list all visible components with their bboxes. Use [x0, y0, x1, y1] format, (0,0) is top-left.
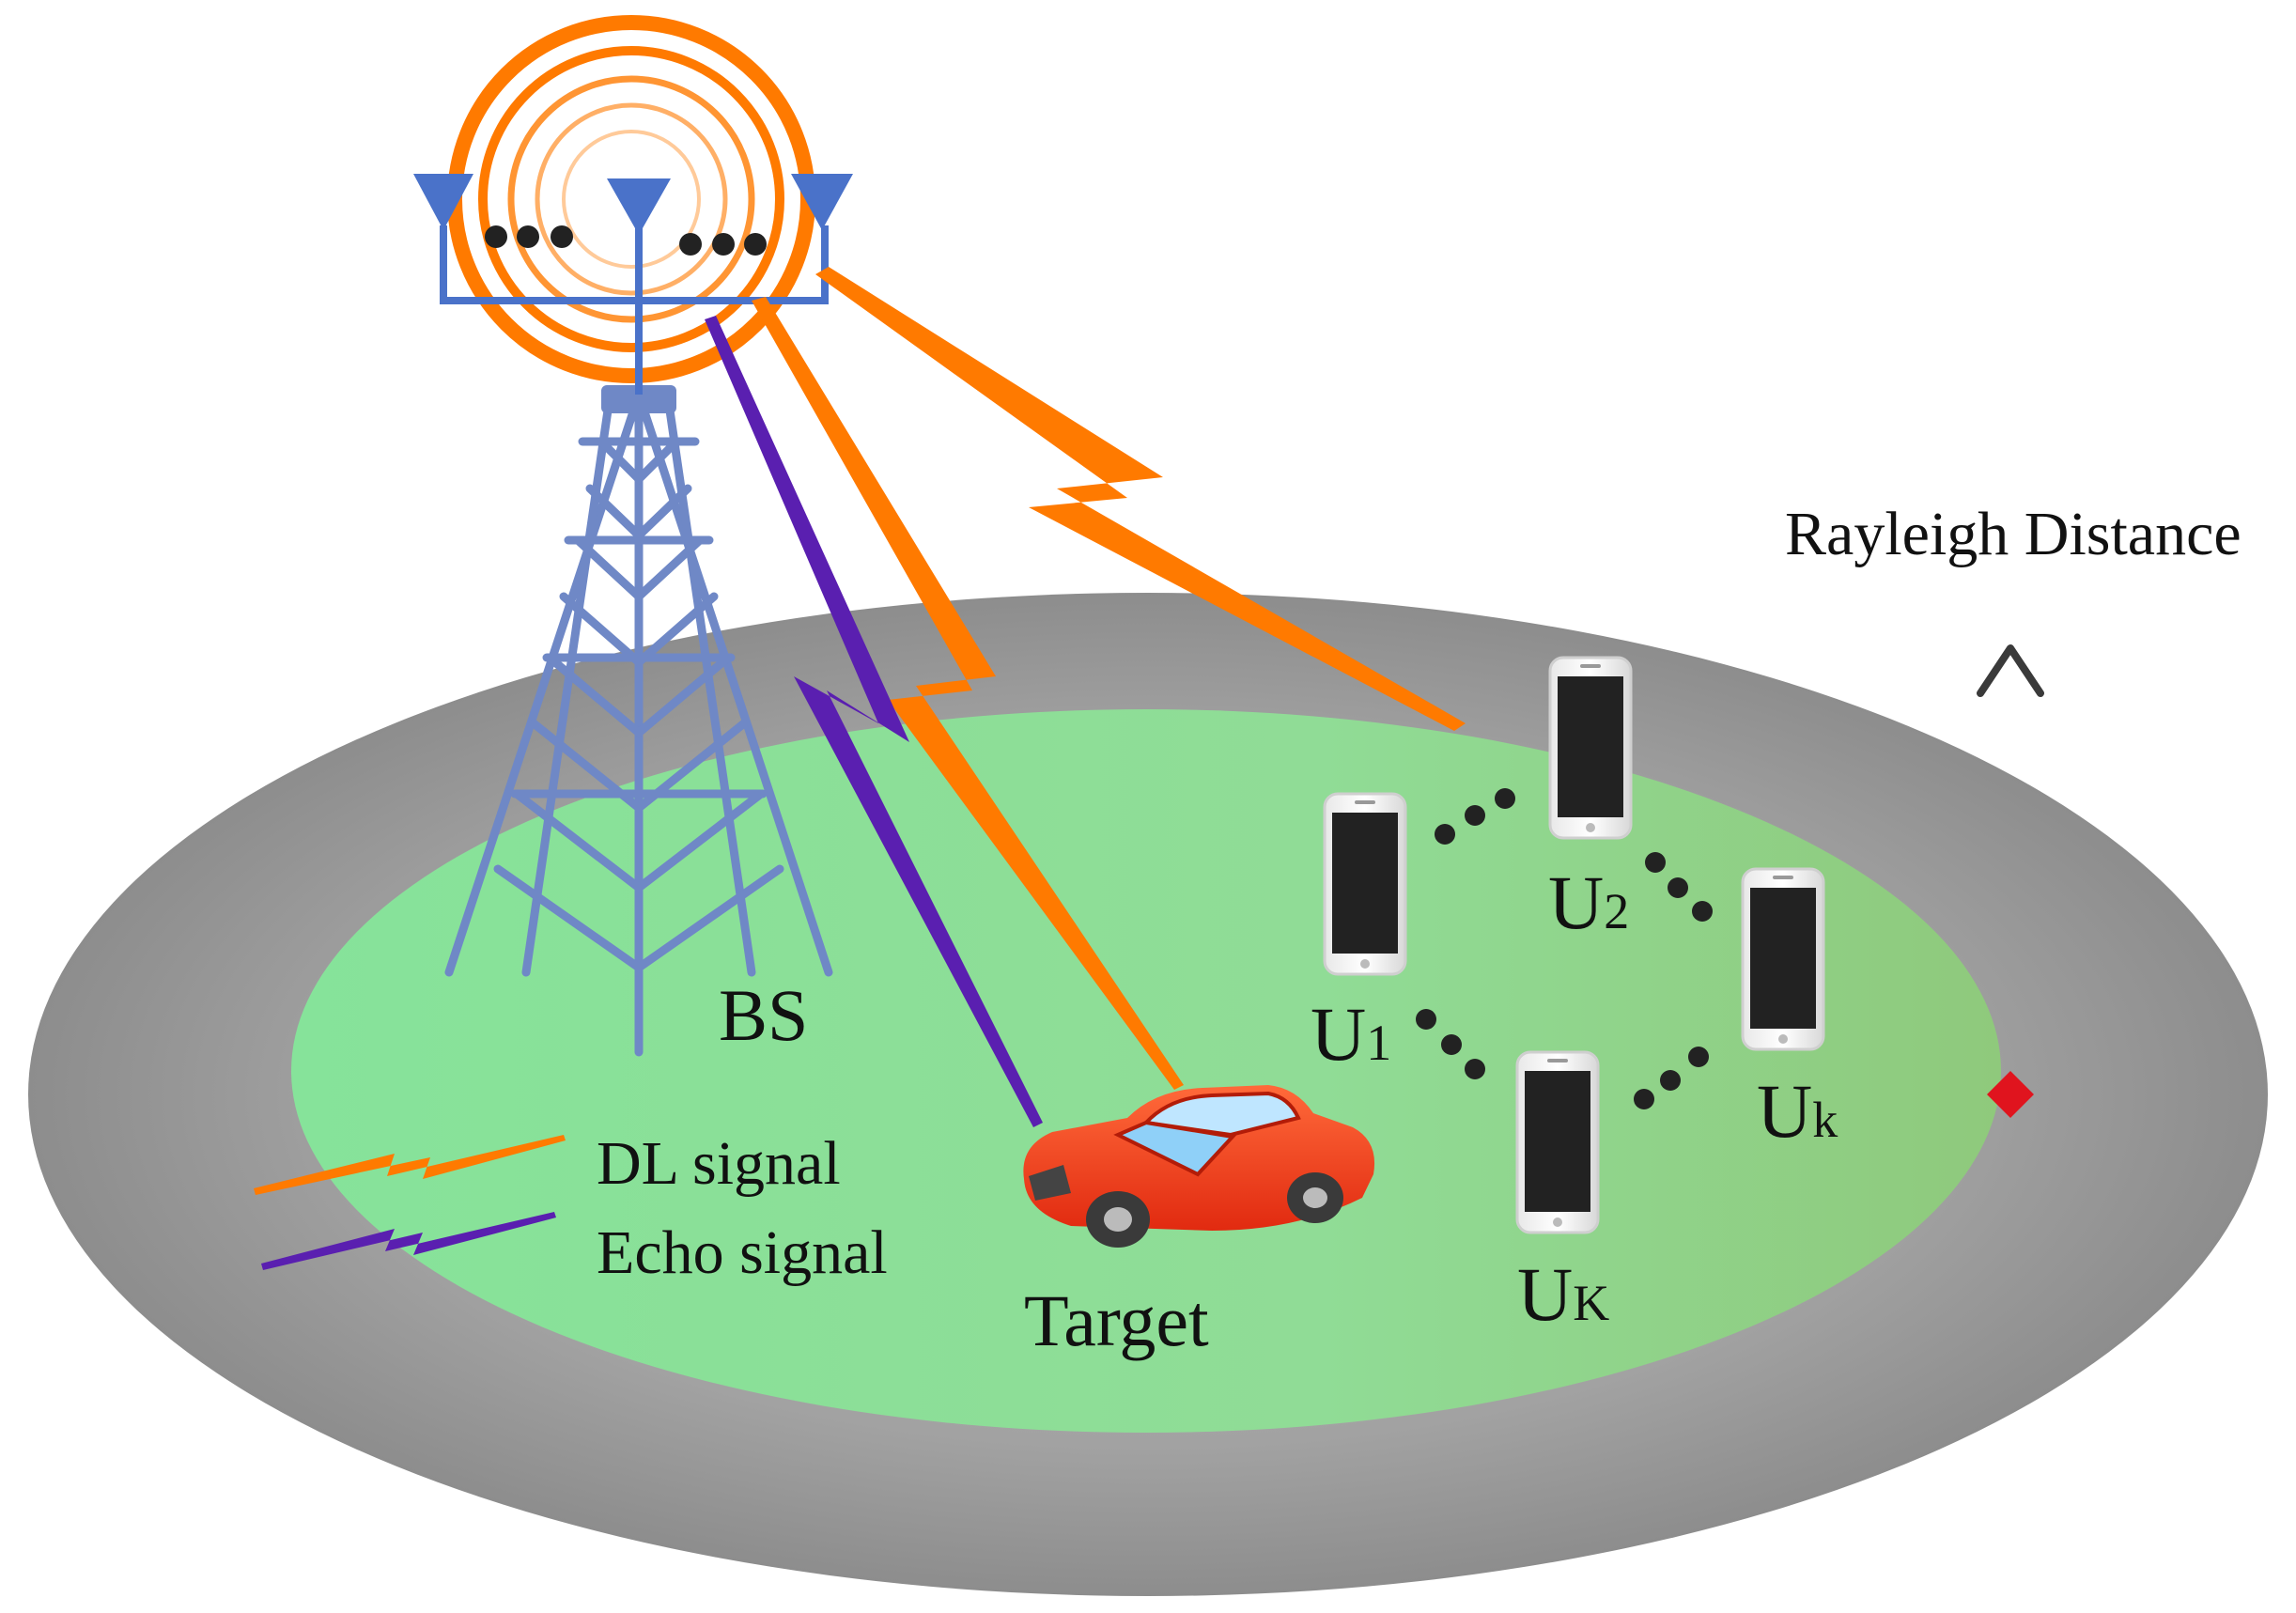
dl-legend-icon [254, 1135, 566, 1195]
phone-icon [1548, 656, 1633, 840]
user-K-label: UK [1517, 1251, 1609, 1337]
antenna-icon [791, 174, 853, 230]
echo-legend-label: Echo signal [597, 1218, 888, 1287]
target-label: Target [1024, 1280, 1209, 1361]
user-2-label: U2 [1548, 860, 1629, 945]
rayleigh-distance-label: Rayleigh Distance [1785, 500, 2242, 568]
user-k-main: U [1757, 1068, 1812, 1154]
user-k-sub: k [1812, 1092, 1838, 1148]
dl-legend-label: DL signal [597, 1129, 841, 1198]
tower-icon [444, 385, 833, 1057]
user-2-sub: 2 [1604, 883, 1629, 939]
user-k-label: Uk [1757, 1068, 1838, 1154]
user-devices [1323, 656, 1825, 1234]
user-1-sub: 1 [1366, 1015, 1391, 1071]
antenna-icon [413, 174, 473, 230]
diamond-marker-icon [1987, 1071, 2034, 1118]
user-1-label: U1 [1311, 991, 1391, 1077]
rayleigh-distance-indicator [1977, 644, 2044, 1118]
near-field-region [291, 709, 2001, 1433]
user-K-sub: K [1573, 1275, 1609, 1331]
user-K-main: U [1517, 1251, 1573, 1337]
antenna-icon [607, 178, 671, 235]
bs-label: BS [719, 974, 808, 1056]
dl-signal-to-users [815, 267, 1466, 731]
car-icon [1023, 1085, 1375, 1248]
echo-legend-icon [261, 1212, 556, 1270]
arrow-up-icon [1977, 644, 2044, 697]
phone-icon [1323, 792, 1407, 976]
coverage-area [28, 593, 2268, 1596]
user-labels: U1 U2 Uk UK [1311, 860, 1838, 1337]
signals [705, 267, 1466, 1127]
user-1-main: U [1311, 991, 1366, 1077]
user-ellipsis-dots [1416, 788, 1713, 1109]
antenna-array [413, 174, 853, 395]
phone-icon [1515, 1050, 1600, 1234]
user-2-main: U [1548, 860, 1604, 945]
ellipsis-dots [485, 225, 767, 256]
echo-signal [705, 316, 1043, 1127]
dl-signal-to-target [752, 297, 1184, 1090]
phone-icon [1741, 867, 1825, 1051]
legend: DL signal Echo signal [254, 1129, 888, 1287]
